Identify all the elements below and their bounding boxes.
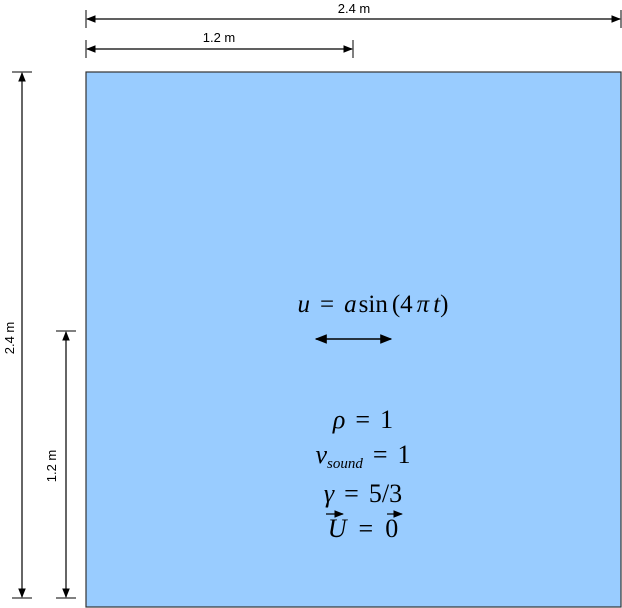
velocity-equation: U=0 [326, 510, 403, 543]
gamma-equation: γ=5/3 [324, 479, 402, 508]
dimension-left-full: 2.4 m [2, 71, 32, 599]
dimension-left-half: 1.2 m [44, 330, 76, 599]
dimension-top-half: 1.2 m [85, 30, 354, 58]
sound-speed-equation: vsound=1 [315, 440, 410, 472]
dimension-label-left-full: 2.4 m [2, 322, 17, 355]
dimension-label-top-full: 2.4 m [338, 1, 371, 16]
svg-text:U=0: U=0 [328, 514, 398, 543]
dimension-top-full: 2.4 m [85, 1, 622, 28]
density-equation: ρ=1 [332, 405, 393, 434]
dimension-label-left-half: 1.2 m [44, 450, 59, 483]
dimension-label-top-half: 1.2 m [203, 30, 236, 45]
